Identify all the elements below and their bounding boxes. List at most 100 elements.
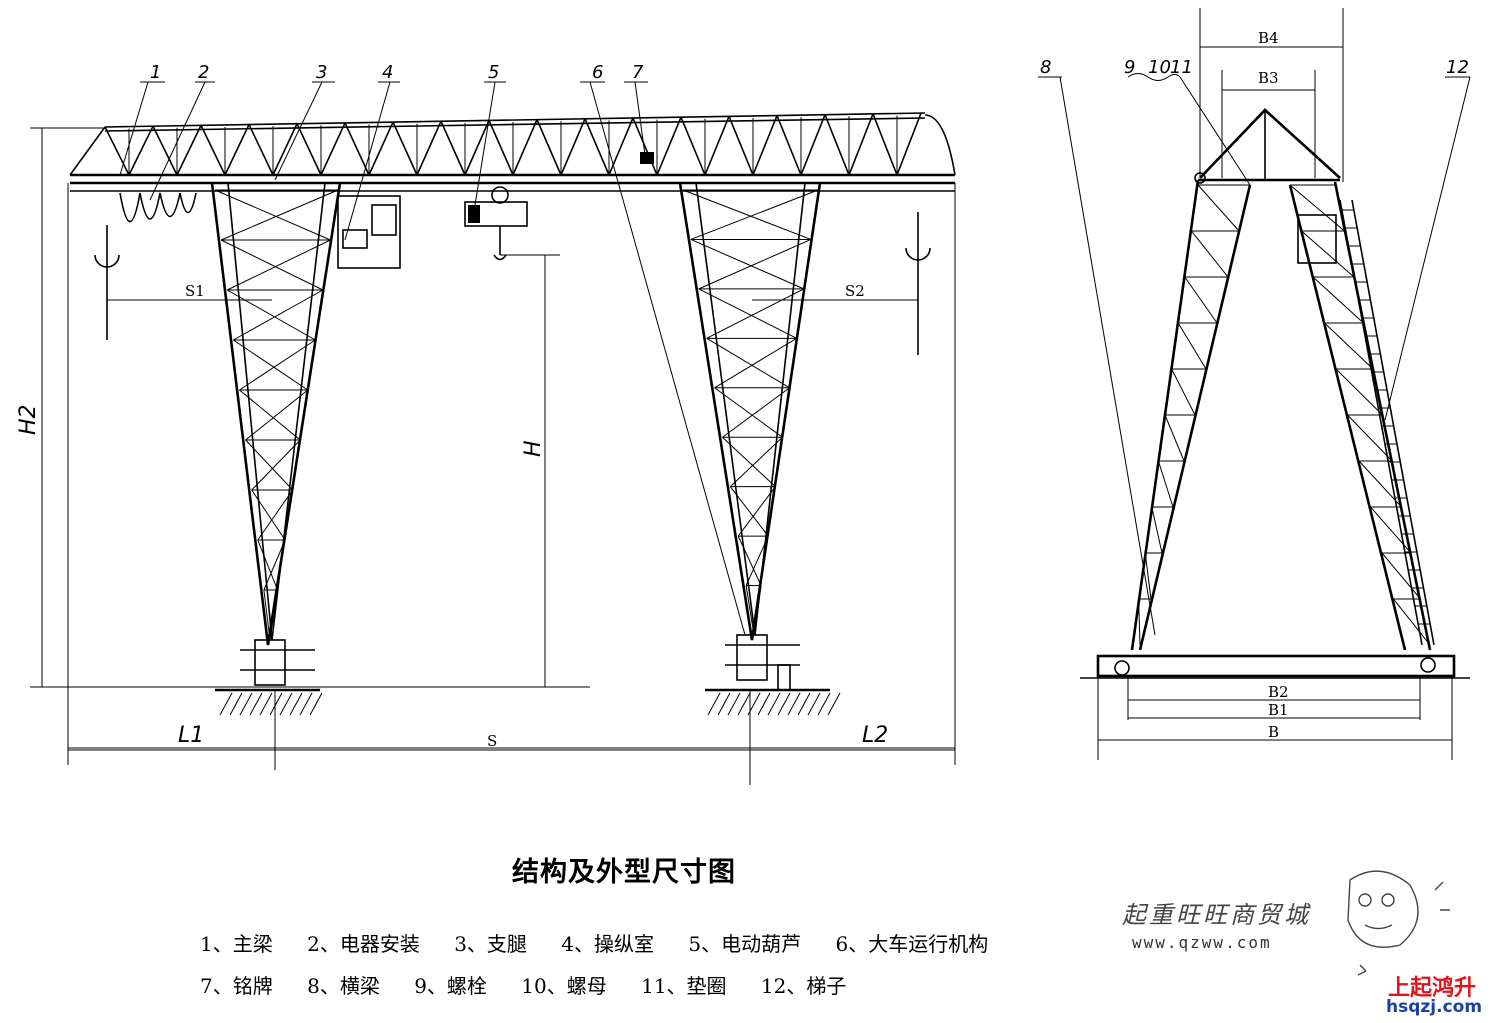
truss-member [1177,322,1207,370]
left-wheel-assembly [215,639,320,692]
truss-member [152,125,178,176]
truss-member [1312,276,1364,324]
legend-item: 2、电器安装 [307,932,420,956]
truss-member [248,124,274,176]
truss-member [1393,598,1431,646]
truss-member [680,116,706,176]
watermark-face-icon [1347,870,1450,976]
legend-row: 1、主梁 2、电器安装 3、支腿 4、操纵室 5、电动葫芦 6、大车运行机构 [200,928,1016,957]
callout-5: 5 [488,62,499,83]
legend-item: 5、电动葫芦 [688,932,802,956]
truss-member [1171,368,1196,416]
truss-member [706,288,805,339]
truss-member [827,692,841,716]
dim-b: B [1268,723,1279,741]
front-view: 1 2 3 4 5 6 7 H2 H S1 S2 L1 S L2 [16,62,956,785]
truss-member [1191,230,1229,278]
truss-member [272,123,298,176]
side-dimension-lines [1097,8,1453,760]
side-left-leg [1130,179,1252,651]
truss-member [249,692,263,716]
legend-item: 12、梯子 [760,974,847,998]
truss-member [128,125,154,176]
truss-member [753,585,762,636]
truss-member [872,113,898,176]
truss-member [1347,414,1393,462]
truss-member [233,289,324,341]
truss-member [536,119,562,176]
truss-member [214,189,331,241]
electric-hoist [464,152,654,261]
dim-b2: B2 [1268,683,1289,701]
truss-member [848,113,874,176]
truss-member [251,489,286,541]
front-callout-leaders [119,81,746,636]
cable-festoon [119,192,197,223]
right-leg [678,182,822,641]
truss-member [224,124,250,176]
truss-member [344,122,370,176]
truss-member [560,118,586,176]
truss-member [1324,322,1374,370]
dim-b4: B4 [1258,29,1279,47]
truss-member [714,337,797,389]
truss-member [1301,230,1355,278]
truss-member [269,692,283,716]
dim-b1: B1 [1268,701,1289,719]
truss-member [220,189,339,241]
truss-member [745,585,755,636]
truss-member [698,238,812,290]
hook-left [94,225,120,340]
side-callout-leaders [1038,73,1471,636]
legend-item: 1、主梁 [200,932,273,956]
truss-member [706,337,790,389]
truss-member [279,692,293,716]
watermark-url: www.qzww.com [1132,933,1272,952]
truss-member [817,692,831,716]
dimension-lines [30,127,956,785]
side-bottom-beam [1080,654,1470,679]
truss-member [488,120,514,176]
truss-member [656,116,682,176]
side-cab [1297,214,1337,264]
callout-12: 12 [1446,57,1469,78]
truss-member [259,692,273,716]
brand-url[interactable]: hsqzj.com [1386,997,1483,1017]
dim-b3: B3 [1258,69,1279,87]
truss-member [257,539,279,591]
callout-10: 10 [1148,57,1171,78]
left-leg [210,182,342,646]
truss-member [226,289,316,341]
truss-member [269,589,279,641]
truss-member [729,436,783,488]
dim-l1: L1 [178,723,204,748]
truss-member [1151,506,1163,554]
truss-member [464,120,490,176]
truss-member [776,115,802,176]
legend-item: 8、横梁 [307,974,380,998]
dim-s: S [487,732,497,750]
truss-member [767,692,781,716]
callout-2: 2 [198,62,209,83]
truss-member [824,114,850,176]
dim-s2: S2 [845,282,865,300]
dim-h2: H2 [16,404,41,435]
legend-item: 3、支腿 [454,932,527,956]
truss-member [722,436,776,488]
truss-member [257,489,294,541]
main-girder [69,112,956,192]
truss-member [239,692,253,716]
truss-member [245,389,309,441]
truss-member [737,692,751,716]
truss-member [745,535,769,586]
diagram-title: 结构及外型尺寸图 [512,857,736,888]
truss-member [787,692,801,716]
truss-member [239,389,301,441]
truss-member [309,692,323,716]
truss-member [1157,460,1174,508]
legend-item: 9、螺栓 [414,974,487,998]
truss-member [737,486,776,537]
legend-item: 6、大车运行机构 [835,932,989,956]
truss-member [728,116,754,176]
side-view: 8 9 10 11 12 B4 B3 B2 B1 B [1038,8,1471,760]
